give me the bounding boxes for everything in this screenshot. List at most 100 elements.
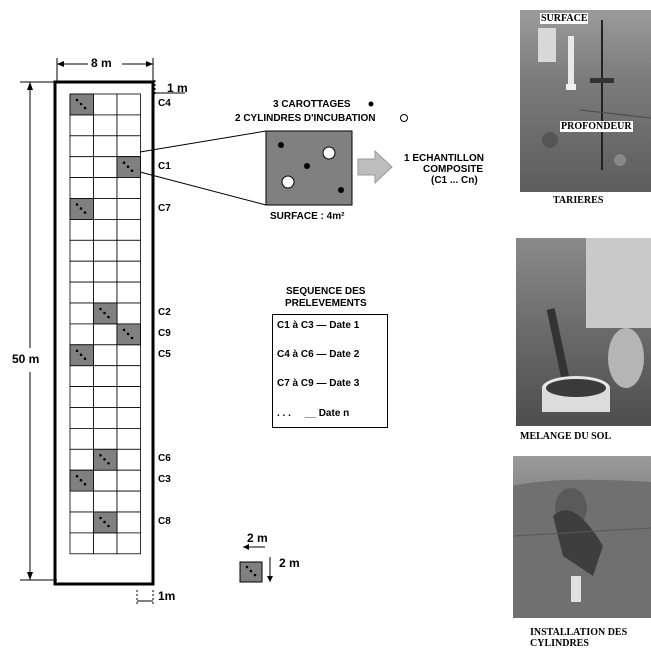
width-label: 8 m [91,57,112,70]
sample-dot [84,358,87,361]
composite-label-3: (C1 ... Cn) [431,175,478,186]
installation-photo [513,456,651,618]
sample-dot [99,517,102,520]
carottage-dot [338,187,344,193]
grid-cell [70,491,94,512]
carottages-label: 3 CAROTTAGES [273,99,351,110]
cylinder-circle [323,147,335,159]
grid-cell [94,491,118,512]
sequence-row: C7 à C9 — Date 3 [277,378,359,389]
grid-cell [117,303,141,324]
grid-cell [117,408,141,429]
sample-label-c9: C9 [158,328,171,339]
melange-photo [516,238,651,426]
sample-dot [76,203,79,206]
grid-cell [117,387,141,408]
sample-dot [107,316,110,319]
sample-dot [103,458,106,461]
grid-cell [94,178,118,199]
grid-cell [94,470,118,491]
grid-cell [117,366,141,387]
sample-dot [131,169,134,172]
grid-cell [70,324,94,345]
sample-dot [107,525,110,528]
grid-cell [70,449,94,470]
grid-cell [94,345,118,366]
sample-dot [123,161,126,164]
sample-dot [80,207,83,210]
installation-caption-1: INSTALLATION DES [530,627,627,638]
sample-dot [123,329,126,332]
grid-cell [117,178,141,199]
sample-label-c7: C7 [158,203,171,214]
sample-dot [84,107,87,110]
sample-dot [80,354,83,357]
grid-cell [94,94,118,115]
grid-cell [117,136,141,157]
sequence-title-2: PRELEVEMENTS [285,298,367,309]
grid-cell [70,240,94,261]
tarieres-caption: TARIERES [553,195,603,206]
grid-cell [94,261,118,282]
carottage-dot [304,163,310,169]
grid-cell [94,282,118,303]
grid-cell [94,324,118,345]
sequence-row: C4 à C6 — Date 2 [277,349,359,360]
sample-dot [84,483,87,486]
grid-cell [94,115,118,136]
sample-label-c4: C4 [158,98,171,109]
grid-cell [94,387,118,408]
grid-cell [94,428,118,449]
grid-cell [70,219,94,240]
grid-cell [117,428,141,449]
sample-dot [84,211,87,214]
height-label: 50 m [12,353,39,366]
grid-cell [94,199,118,220]
grid-cell [94,219,118,240]
sample-dot [76,475,79,478]
surface-label: SURFACE : 4m² [270,211,344,222]
sample-label-c5: C5 [158,349,171,360]
margin-top-label: 1 m [167,82,188,95]
sample-dot [131,337,134,340]
grid-cell [94,240,118,261]
grid-cell [94,157,118,178]
legend-dot [369,102,374,107]
grid-cell [117,345,141,366]
grid-cell [94,136,118,157]
cylindres-label: 2 CYLINDRES D'INCUBATION [235,113,376,124]
width-arrow-left [57,61,64,67]
sequence-row: . . . __ Date n [277,408,349,419]
sample-dot [80,479,83,482]
grid-cell [94,408,118,429]
cylinder-circle [282,176,294,188]
sample-dot [103,312,106,315]
grid-cell [94,366,118,387]
composite-label-2: COMPOSITE [423,164,483,175]
profondeur-photo-label: PROFONDEUR [560,121,633,132]
melange-image [516,238,651,426]
sample-label-c2: C2 [158,307,171,318]
legend-height-label: 2 m [279,557,300,570]
grid-cell [70,136,94,157]
sequence-box: C1 à C3 — Date 1 C4 à C6 — Date 2 C7 à C… [272,314,388,428]
sequence-title-1: SEQUENCE DES [286,286,365,297]
grid-cell [117,282,141,303]
grid-cell [70,282,94,303]
grid-cell [70,115,94,136]
grid-cell [70,157,94,178]
sample-dot [76,99,79,102]
legend-width-label: 2 m [247,532,268,545]
grid-cell [70,428,94,449]
grid-cell [117,512,141,533]
grid-cell [117,240,141,261]
installation-caption-2: CYLINDRES [530,638,589,649]
grid-cell [117,199,141,220]
grid-cell [117,491,141,512]
sample-dot [127,165,130,168]
composite-label-1: 1 ECHANTILLON [404,153,484,164]
width-arrow-right [146,61,153,67]
sample-dot [127,333,130,336]
sequence-row: C1 à C3 — Date 1 [277,320,359,331]
grid-cell [70,533,94,554]
